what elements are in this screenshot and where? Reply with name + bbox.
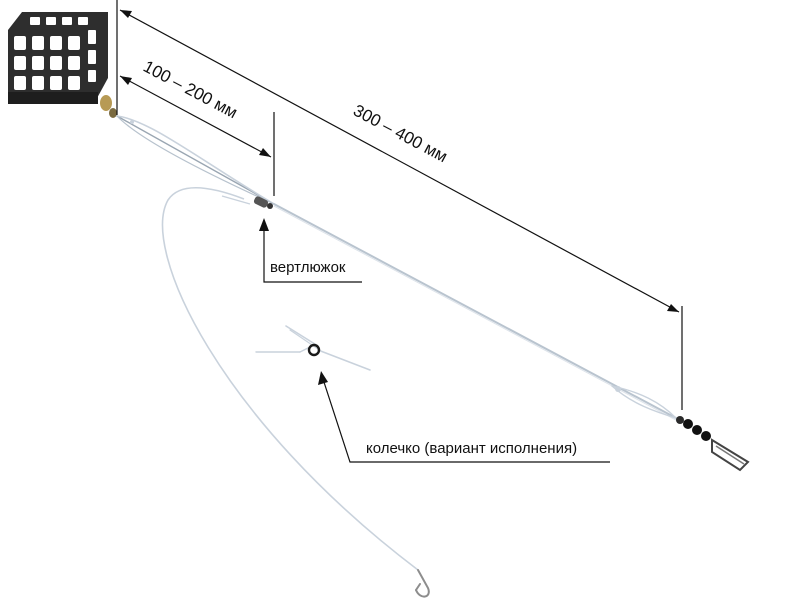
pointer-arrowheads bbox=[259, 218, 328, 385]
leader-line bbox=[161, 187, 419, 571]
dimension-arrowheads bbox=[120, 10, 679, 312]
swivel-label: вертлюжок bbox=[270, 259, 346, 276]
feeder-cage-icon bbox=[8, 12, 117, 118]
swivel-icon bbox=[253, 196, 273, 209]
main-line bbox=[116, 115, 677, 421]
dimension-lines bbox=[116, 0, 683, 410]
snap-swivel-icon bbox=[676, 416, 750, 472]
dimension-long-label: 300 – 400 мм bbox=[350, 101, 451, 166]
pointer-lines bbox=[263, 222, 610, 463]
ring-variant bbox=[255, 325, 371, 371]
ring-icon bbox=[307, 343, 321, 357]
ring-label: колечко (вариант исполнения) bbox=[366, 440, 577, 457]
hook-icon bbox=[415, 569, 430, 598]
